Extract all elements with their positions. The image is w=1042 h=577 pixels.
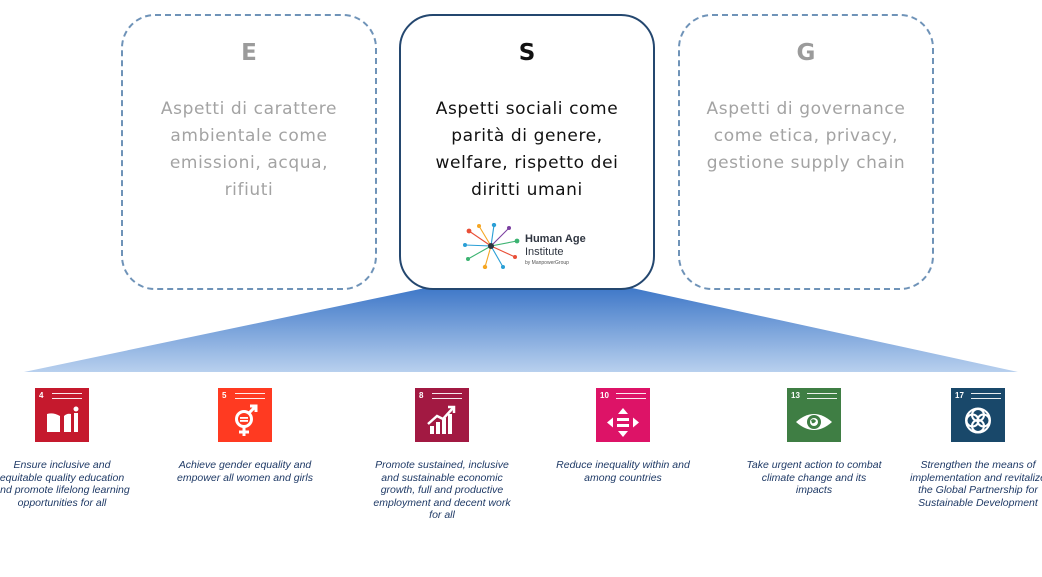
pillar-e-letter: E xyxy=(241,40,257,66)
logo-name-line1: Human Age xyxy=(525,233,586,245)
sdg-goal-17: 17 Strengthen the means of implementatio… xyxy=(908,388,1042,509)
pillar-s-card: S Aspetti sociali come parità di genere,… xyxy=(399,14,655,290)
sdg-4-tile: 4 xyxy=(35,388,89,442)
sdg-goal-5: 5 Achieve gender equality and empower al… xyxy=(175,388,315,484)
pillar-e-description: Aspetti di carattere ambientale come emi… xyxy=(160,99,338,200)
pillar-s-description: Aspetti sociali come parità di genere, w… xyxy=(435,99,619,200)
sdg-goal-13: 13 Take urgent action to combat climate … xyxy=(744,388,884,497)
sdg-13-caption: Take urgent action to combat climate cha… xyxy=(746,459,882,496)
growth-chart-icon xyxy=(427,405,456,434)
sdg-13-tile: 13 xyxy=(787,388,841,442)
sdg-5-number: 5 xyxy=(222,391,227,400)
linked-rings-icon xyxy=(965,407,991,434)
sdg-goal-4: 4 Ensure inclusive and equitable quality… xyxy=(0,388,132,509)
pillar-e-card: E Aspetti di carattere ambientale come e… xyxy=(121,14,377,290)
sdg-17-tile: 17 xyxy=(951,388,1005,442)
sdg-4-caption: Ensure inclusive and equitable quality e… xyxy=(0,459,130,509)
sdg-goal-10: 10 Reduce inequality within and among co… xyxy=(553,388,693,484)
logo-byline: by ManpowerGroup xyxy=(525,260,569,266)
pillar-g-card: G Aspetti di governance come etica, priv… xyxy=(678,14,934,290)
sdg-17-caption: Strengthen the means of implementation a… xyxy=(910,459,1042,509)
sdg-8-caption: Promote sustained, inclusive and sustain… xyxy=(373,459,511,521)
sdg-goal-8: 8 Promote sustained, inclusive and susta… xyxy=(372,388,512,522)
network-burst-icon xyxy=(463,223,520,269)
sdg-8-tile: 8 xyxy=(415,388,469,442)
sdg-5-tile: 5 xyxy=(218,388,272,442)
sdg-4-number: 4 xyxy=(39,391,44,400)
pillar-s-letter: S xyxy=(518,40,536,66)
sdg-10-tile: 10 xyxy=(596,388,650,442)
sdg-8-number: 8 xyxy=(419,391,424,400)
sdg-13-number: 13 xyxy=(791,391,800,400)
pillar-g-description: Aspetti di governance come etica, privac… xyxy=(706,99,906,173)
open-book-icon xyxy=(47,406,79,432)
eye-globe-icon xyxy=(796,414,832,430)
sdg-5-caption: Achieve gender equality and empower all … xyxy=(177,459,313,484)
sdg-10-number: 10 xyxy=(600,391,609,400)
gender-symbol-icon xyxy=(235,404,258,436)
human-age-institute-logo: Human Age Institute by ManpowerGroup xyxy=(463,223,603,269)
sdg-17-number: 17 xyxy=(955,391,964,400)
sdg-10-caption: Reduce inequality within and among count… xyxy=(556,459,690,484)
logo-name-line2: Institute xyxy=(525,246,564,258)
pillar-g-letter: G xyxy=(796,40,816,66)
equality-arrows-icon xyxy=(607,408,639,437)
